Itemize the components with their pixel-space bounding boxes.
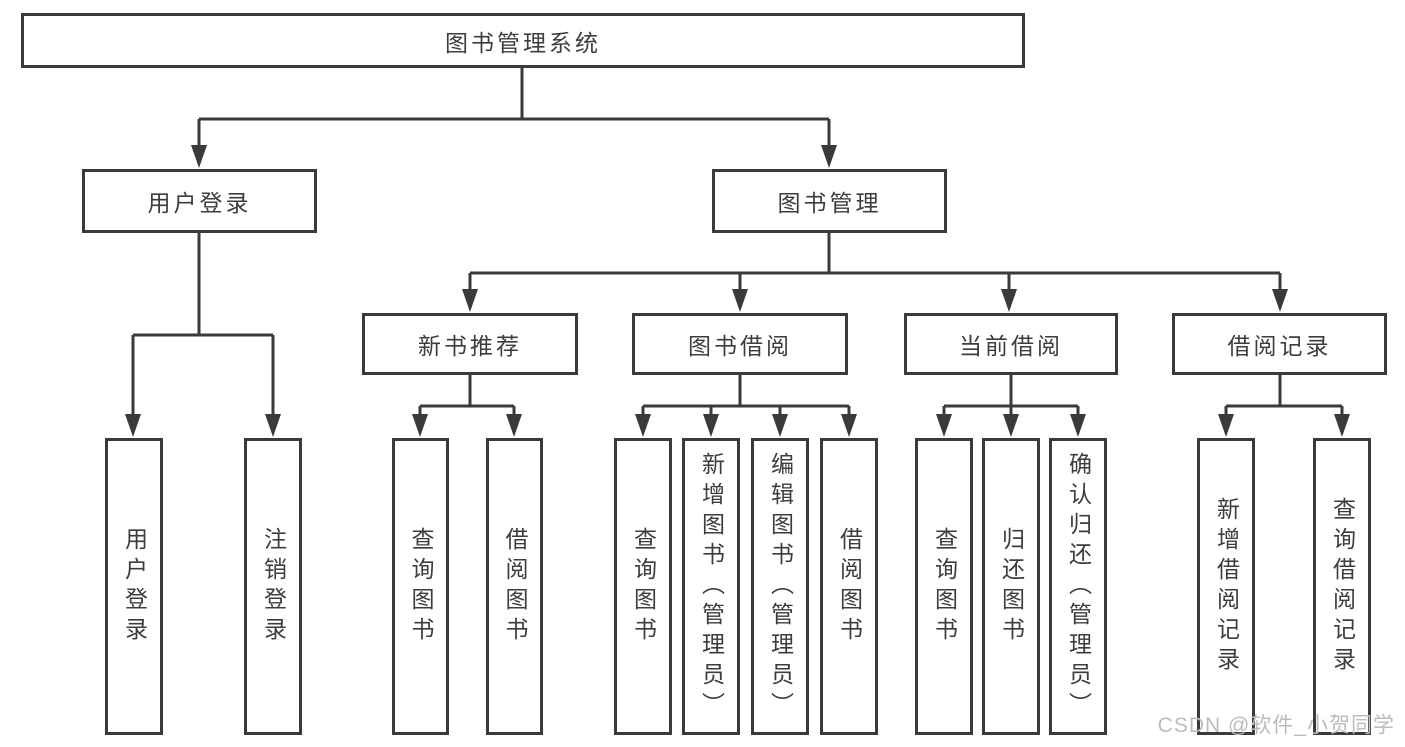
leaf-query-books-3: 查询图书 xyxy=(915,438,973,735)
leaf-borrow-books-1: 借阅图书 xyxy=(486,438,543,735)
leaf-logout: 注销登录 xyxy=(244,438,302,735)
node-label: 查询图书 xyxy=(630,526,657,647)
leaf-return-books: 归还图书 xyxy=(982,438,1040,735)
leaf-confirm-return-admin: 确认归还（管理员） xyxy=(1049,438,1107,735)
leaf-borrow-books-2: 借阅图书 xyxy=(820,438,878,735)
leaf-add-books-admin: 新增图书（管理员） xyxy=(682,438,740,735)
node-book-management-module: 图书管理 xyxy=(712,169,947,233)
node-label: 编辑图书（管理员） xyxy=(767,451,794,722)
node-label: 注销登录 xyxy=(260,526,287,647)
node-label: 当前借阅 xyxy=(959,333,1063,359)
node-label: 图书管理 xyxy=(777,190,882,216)
node-label: 新书推荐 xyxy=(418,333,522,359)
node-label: 借阅图书 xyxy=(836,526,863,647)
node-label: 借阅记录 xyxy=(1227,333,1332,359)
node-label: 借阅图书 xyxy=(502,526,528,647)
leaf-query-books-2: 查询图书 xyxy=(614,438,672,735)
csdn-watermark: CSDN @软件_小贺同学 xyxy=(1157,714,1395,737)
node-label: 图书管理系统 xyxy=(445,29,601,56)
node-label: 用户登录 xyxy=(121,526,148,647)
node-label: 确认归还（管理员） xyxy=(1065,451,1092,722)
node-label: 归还图书 xyxy=(998,526,1025,647)
node-label: 查询借阅记录 xyxy=(1329,496,1356,677)
node-label: 用户登录 xyxy=(147,190,252,216)
node-borrowing-records: 借阅记录 xyxy=(1172,313,1387,375)
node-user-login-module: 用户登录 xyxy=(82,169,317,233)
node-root-system: 图书管理系统 xyxy=(21,13,1025,68)
node-new-book-recommend: 新书推荐 xyxy=(362,313,578,375)
leaf-query-books-1: 查询图书 xyxy=(392,438,449,735)
node-label: 新增图书（管理员） xyxy=(698,451,725,722)
node-label: 查询图书 xyxy=(408,526,434,647)
node-current-borrowing: 当前借阅 xyxy=(904,313,1118,375)
arrowheads xyxy=(125,145,1350,437)
leaf-user-login: 用户登录 xyxy=(105,438,163,735)
leaf-edit-books-admin: 编辑图书（管理员） xyxy=(751,438,809,735)
node-label: 新增借阅记录 xyxy=(1213,496,1240,677)
leaf-add-borrow-record: 新增借阅记录 xyxy=(1197,438,1255,735)
node-label: 查询图书 xyxy=(931,526,958,647)
leaf-query-borrow-record: 查询借阅记录 xyxy=(1313,438,1371,735)
node-book-borrowing: 图书借阅 xyxy=(632,313,848,375)
node-label: 图书借阅 xyxy=(688,333,792,359)
